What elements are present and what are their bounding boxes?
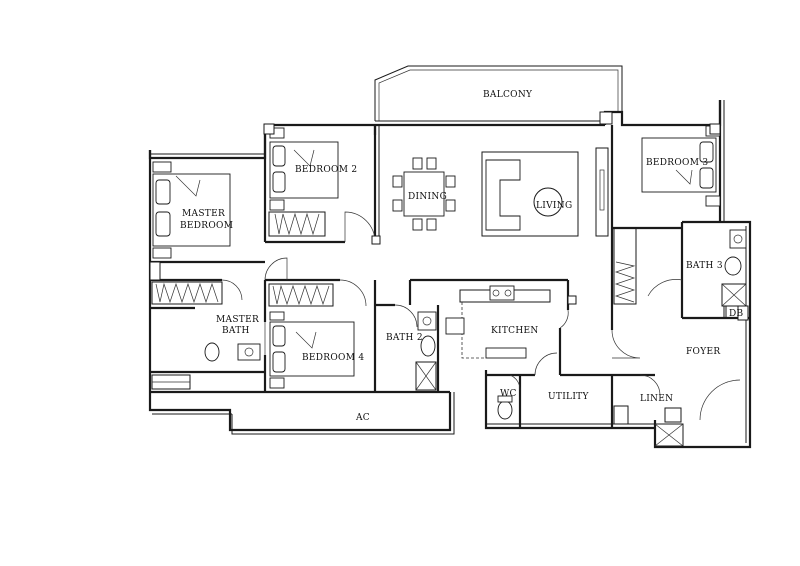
label-bedroom-4: BEDROOM 4 [302,353,364,363]
label-master-bath-2: BATH [222,326,250,336]
label-bedroom-2: BEDROOM 2 [295,165,357,175]
label-foyer: FOYER [686,347,720,357]
wardrobes [151,211,637,307]
label-living: LIVING [536,201,572,211]
label-kitchen: KITCHEN [491,326,539,336]
label-master-bedroom-1: MASTER [182,209,225,219]
label-db: DB [729,309,744,319]
exterior-walls [148,65,752,449]
label-master-bedroom-2: BEDROOM [180,221,233,231]
label-balcony: BALCONY [483,90,533,100]
label-ac: AC [355,413,370,423]
room-labels: BALCONY BEDROOM 2 BEDROOM 3 MASTER BEDRO… [180,90,744,423]
columns [149,111,749,321]
label-linen: LINEN [640,394,673,404]
label-dining: DINING [408,192,447,202]
furniture-beds [152,125,721,389]
fixtures [151,229,747,447]
furniture-living [392,147,609,237]
label-bath-2: BATH 2 [386,333,423,343]
label-utility: UTILITY [548,392,589,402]
label-wc: WC [500,389,517,399]
label-bath-3: BATH 3 [686,261,723,271]
label-bedroom-3: BEDROOM 3 [646,158,708,168]
label-master-bath-1: MASTER [216,315,259,325]
interior-walls [150,125,750,428]
doors [221,211,741,421]
